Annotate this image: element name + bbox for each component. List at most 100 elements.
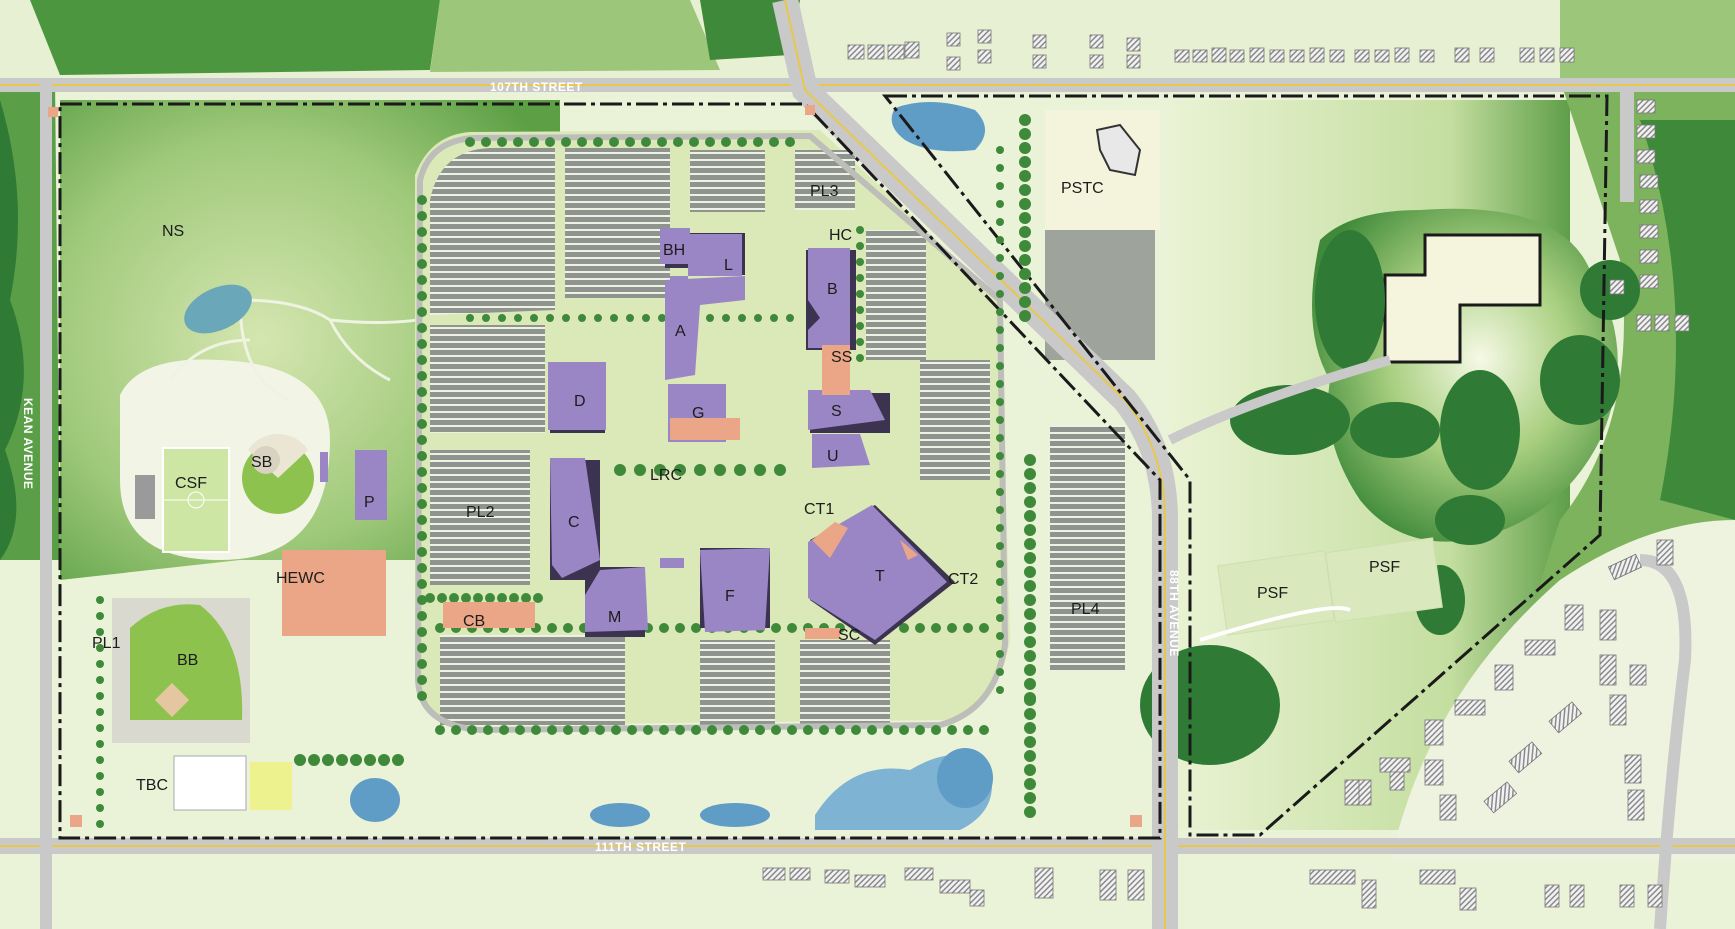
tree [610,314,618,322]
label-sc: SC [838,627,860,644]
tree [642,314,650,322]
tree [819,725,829,735]
tree [497,137,507,147]
building-t[interactable] [808,505,947,640]
tree [530,314,538,322]
tree [626,314,634,322]
tree [1019,268,1031,280]
tree [689,137,699,147]
building-ss[interactable] [822,345,850,395]
label-m: M [608,609,621,626]
tree [96,676,104,684]
tree [435,623,445,633]
tree [996,578,1004,586]
tree [473,593,483,603]
tree [996,200,1004,208]
parking-lots [430,110,1160,725]
bb-baseball-field [130,604,243,720]
tree [625,137,635,147]
tree [996,470,1004,478]
tree [531,725,541,735]
tree [336,754,348,766]
tree [996,398,1004,406]
zone-psf-2: PSF [1369,559,1400,576]
tree [658,314,666,322]
label-bh: BH [663,242,685,259]
label-l: L [724,257,733,274]
tree [96,724,104,732]
tree [931,725,941,735]
tree [755,725,765,735]
tree [417,515,427,525]
label-d: D [574,393,586,410]
tree [417,291,427,301]
tree [547,623,557,633]
building-l[interactable] [670,234,742,290]
tree [979,725,989,735]
tree [547,725,557,735]
tree [417,675,427,685]
tree [561,137,571,147]
zone-pl2: PL2 [466,504,495,521]
tree [614,464,626,476]
tree [466,314,474,322]
tree [856,338,864,346]
tree [996,164,1004,172]
tree [1024,650,1036,662]
building-c[interactable] [550,458,600,578]
tree [498,314,506,322]
tree [96,644,104,652]
building-cb[interactable] [443,602,535,628]
building-b[interactable] [808,248,850,348]
label-ss: SS [831,349,852,366]
tree [996,326,1004,334]
building-m[interactable] [585,567,648,632]
tree [308,754,320,766]
building-f[interactable] [700,548,770,632]
label-ct2: CT2 [948,571,978,588]
tree [350,754,362,766]
building-s[interactable] [808,390,885,430]
tree [417,611,427,621]
building-bh[interactable] [660,228,690,264]
tree [449,593,459,603]
buildings [48,105,1142,827]
building-a[interactable] [665,276,745,380]
tree [979,623,989,633]
tree [996,182,1004,190]
tree [739,725,749,735]
tree [996,614,1004,622]
building-pstc[interactable] [1095,123,1142,177]
tree [1024,764,1036,776]
tree [1024,580,1036,592]
tree [996,308,1004,316]
building-sc[interactable] [805,628,840,639]
tree [417,419,427,429]
tree [787,623,797,633]
tree [96,628,104,636]
tree [785,137,795,147]
tree [1019,240,1031,252]
label-lrc: LRC [650,467,682,484]
label-111th-street: 111TH STREET [595,840,687,854]
tree [578,314,586,322]
tree [96,804,104,812]
tree [595,725,605,735]
building-p[interactable] [355,450,387,520]
building-u[interactable] [812,434,870,468]
tree [963,623,973,633]
tree [996,488,1004,496]
building-d[interactable] [548,362,606,430]
tree [654,464,666,476]
tree [417,275,427,285]
tree [594,314,602,322]
tree [996,560,1004,568]
tree [465,137,475,147]
tree [1019,226,1031,238]
label-hc: HC [829,227,852,244]
tree [417,227,427,237]
tree [437,593,447,603]
off-site-houses [762,29,1690,911]
tree [1024,694,1036,706]
